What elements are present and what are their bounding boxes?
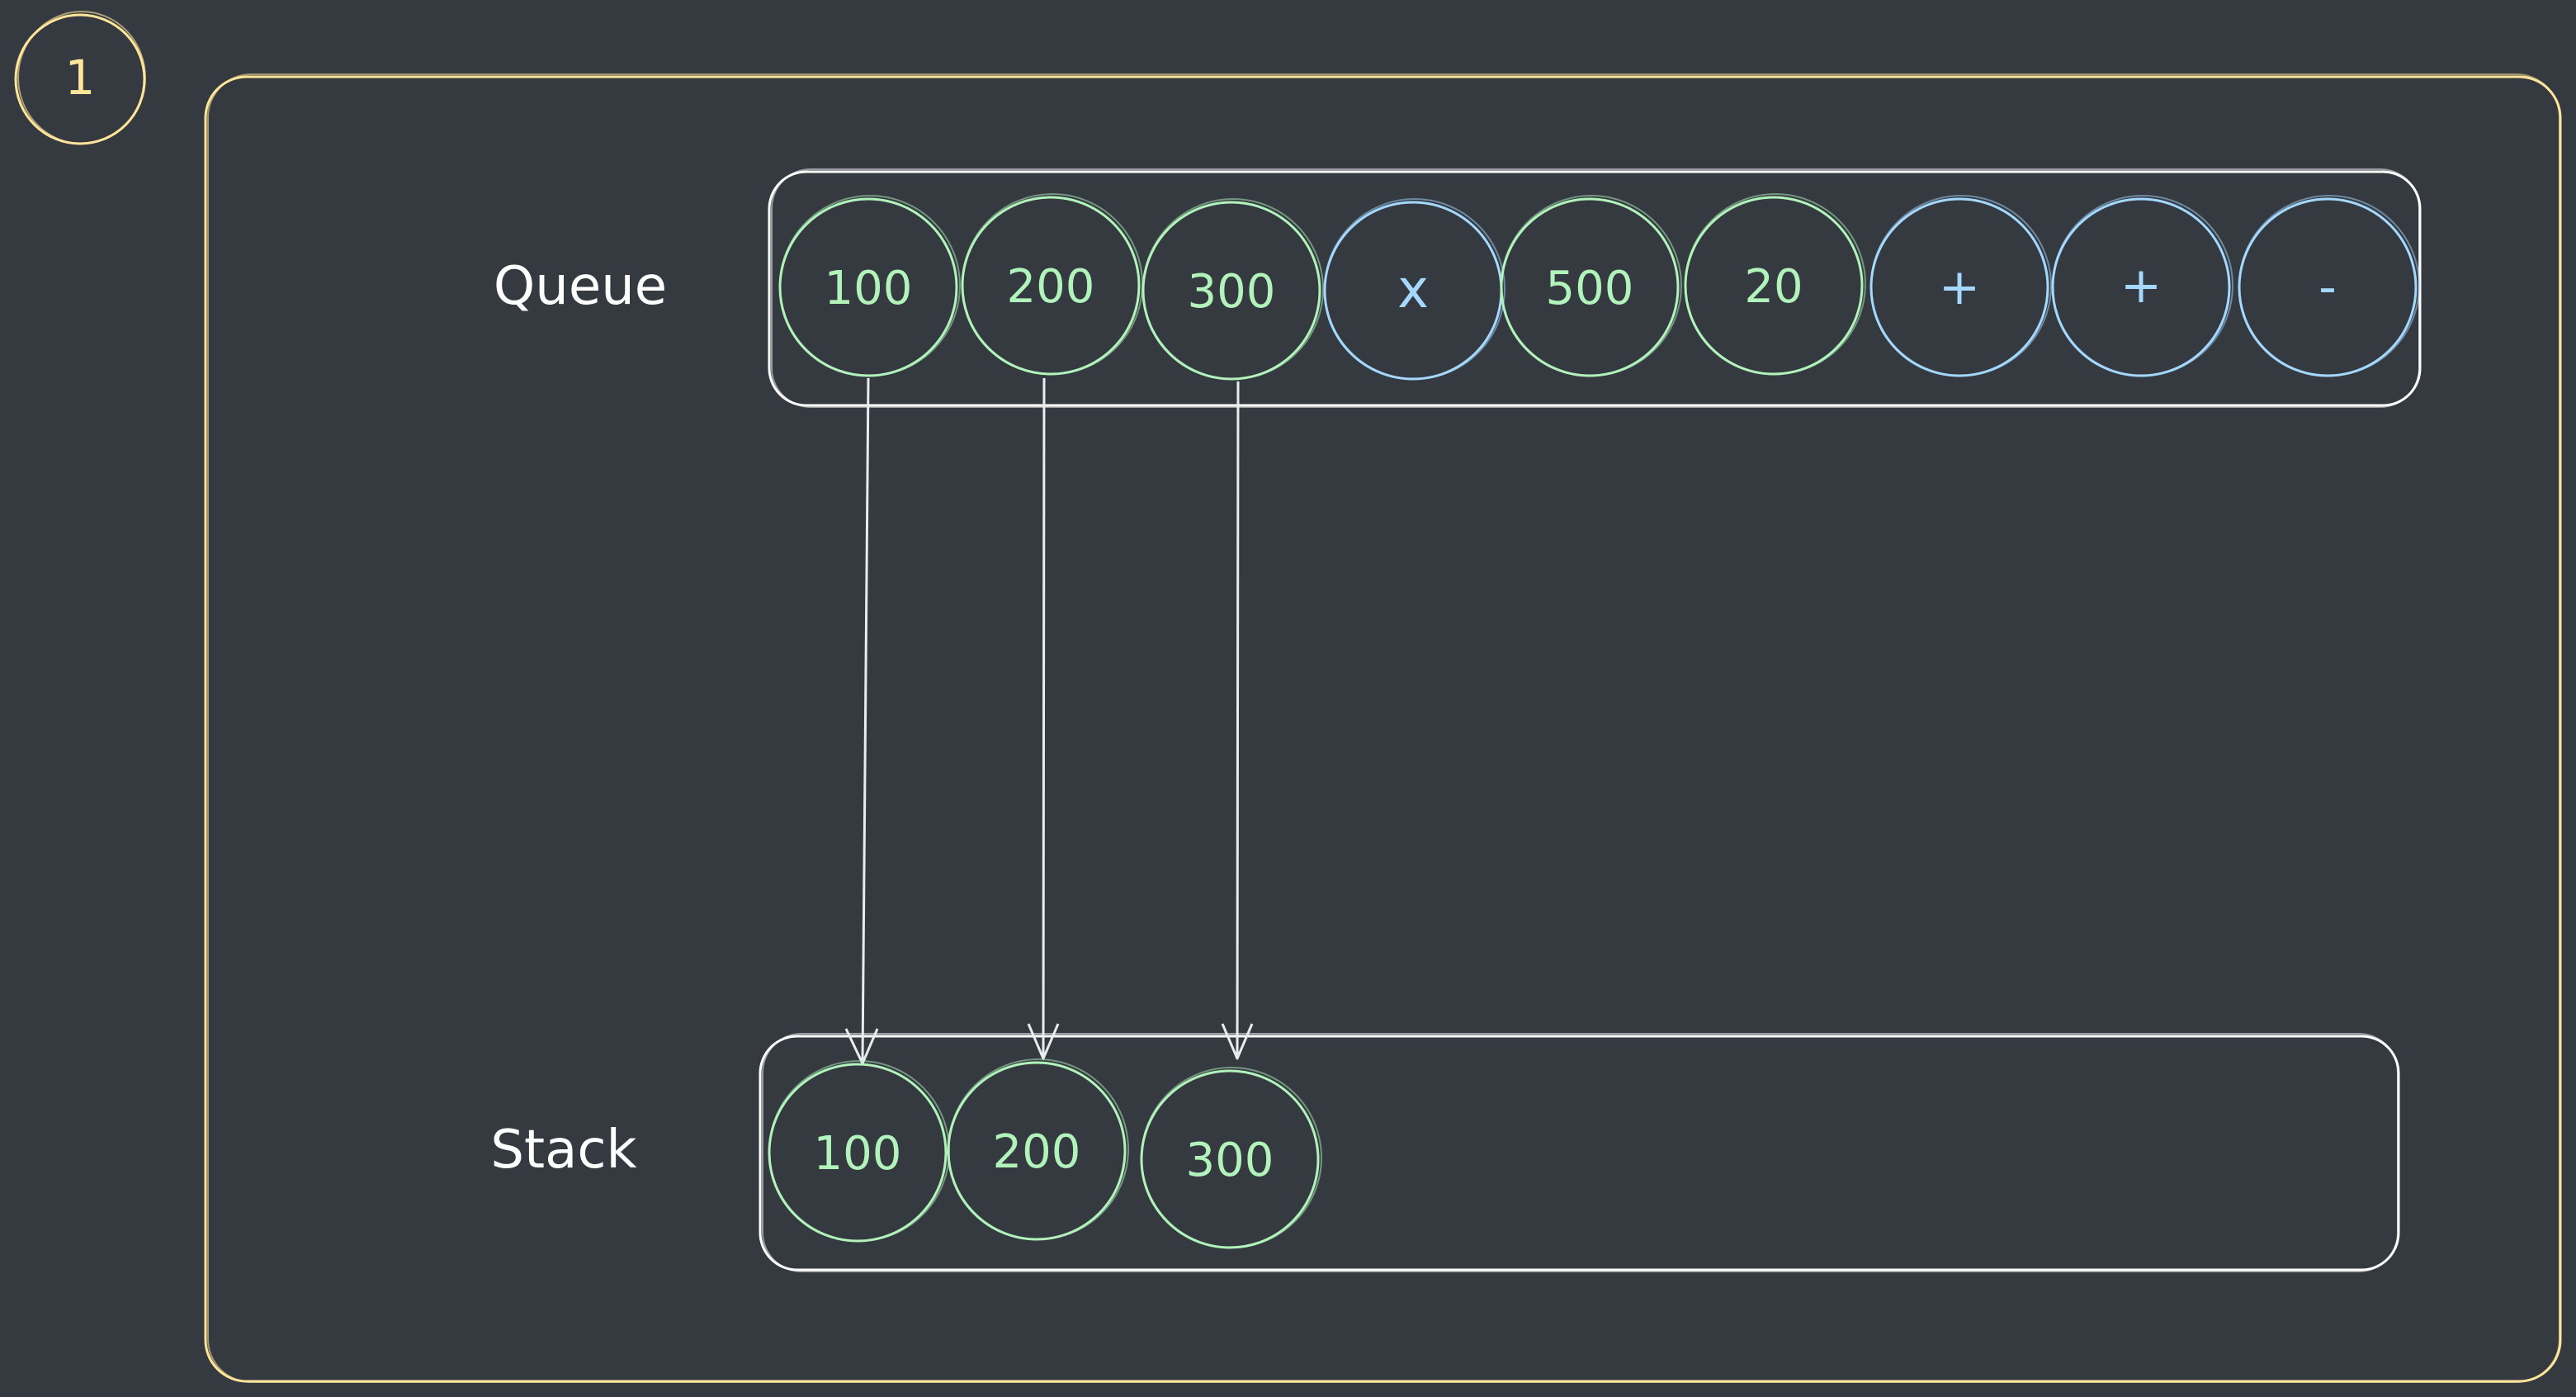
queue-item-circle-sketch (2052, 195, 2233, 376)
queue-item-circle-sketch (1685, 193, 1866, 375)
queue-item-label: + (1939, 258, 1980, 316)
queue-item-label: 500 (1546, 262, 1634, 315)
stack-item: 100 (768, 1060, 950, 1243)
queue-item: 20 (1684, 193, 1866, 376)
arrow-200 (1027, 377, 1060, 1060)
stack-item-label: 300 (1186, 1134, 1274, 1187)
queue-item-circle-sketch (779, 195, 961, 376)
queue-label: Queue (494, 256, 667, 317)
queue-item: + (2051, 195, 2233, 377)
stack-item-circle-sketch (948, 1058, 1129, 1240)
arrows-layer (844, 377, 1254, 1065)
queue-item-circle-sketch (1142, 198, 1324, 380)
queue-item-label: 20 (1744, 260, 1803, 314)
stack-item: 300 (1140, 1067, 1322, 1249)
queue-item: 100 (778, 195, 961, 377)
outer-frame (204, 73, 2562, 1383)
queue-item-label: + (2120, 257, 2162, 315)
step-number: 1 (65, 50, 96, 106)
stack-item-label: 100 (814, 1127, 902, 1181)
queue-item-circle-sketch (1870, 195, 2052, 376)
arrow-100 (844, 377, 879, 1065)
queue-item: - (2238, 195, 2420, 377)
queue-item-circle-sketch (2238, 195, 2420, 376)
queue-item-label: x (1397, 259, 1429, 320)
queue-item-circle-sketch (1324, 198, 1505, 380)
queue-item: x (1323, 198, 1505, 381)
stack-item-circle-sketch (1141, 1067, 1322, 1248)
queue-items: 100 200 300 x 500 20 (778, 193, 2420, 381)
stack-container (759, 1033, 2400, 1272)
queue-item-label: - (2318, 258, 2337, 316)
queue-item-label: 100 (825, 262, 913, 315)
queue-item: 200 (961, 193, 1143, 376)
queue-item-circle-sketch (1501, 195, 1682, 376)
queue-item: 300 (1141, 198, 1324, 381)
stack-item-label: 200 (993, 1125, 1081, 1179)
stack-item: 200 (947, 1058, 1129, 1241)
step-badge: 1 (14, 11, 146, 145)
step-badge-circle-sketch (17, 11, 146, 144)
queue-item-label: 200 (1007, 260, 1095, 314)
queue-item: + (1869, 195, 2052, 377)
arrow-300 (1221, 381, 1254, 1060)
queue-item-label: 300 (1188, 265, 1276, 319)
queue-item: 500 (1500, 195, 1682, 377)
stack-label: Stack (490, 1120, 636, 1181)
stack-items: 100 200 300 (768, 1058, 1322, 1249)
